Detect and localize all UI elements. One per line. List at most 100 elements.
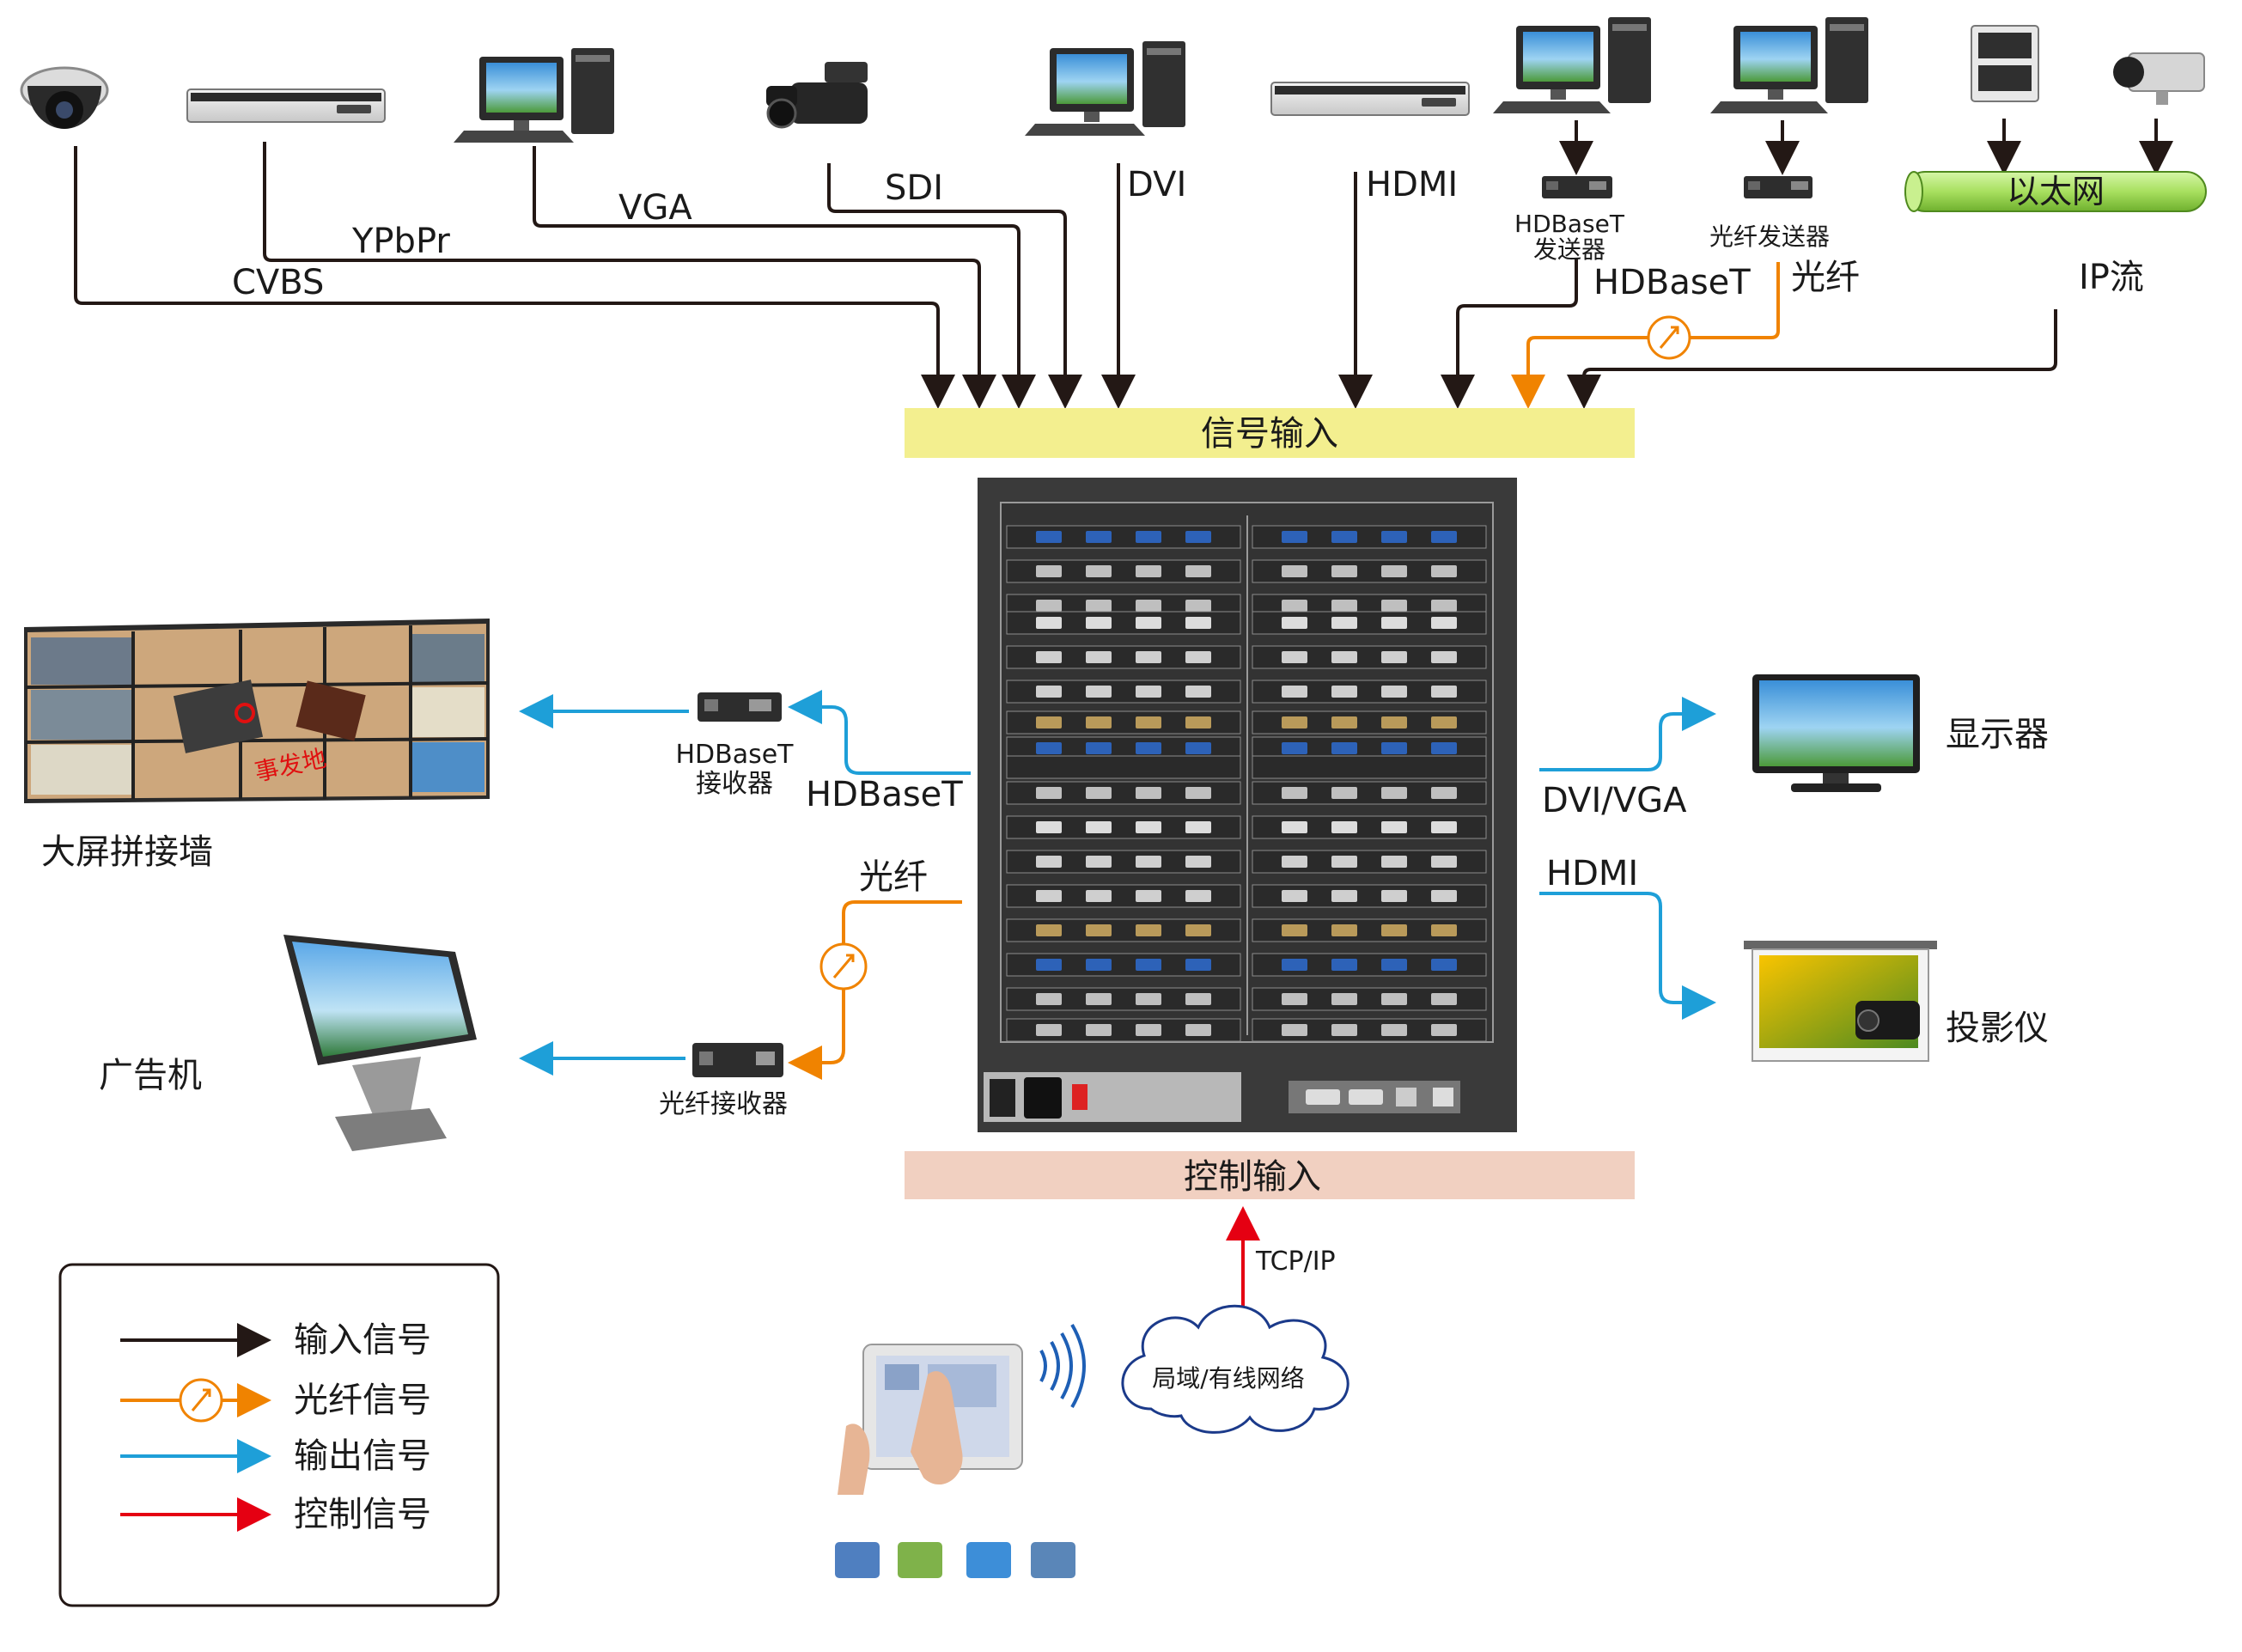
hdbaset-transmitter-icon [1542, 176, 1612, 198]
io-port-icon [1086, 890, 1112, 902]
control-input-label: 控制输入 [1184, 1157, 1321, 1197]
io-port-icon [1282, 959, 1307, 971]
io-port-icon [1381, 617, 1407, 629]
io-port-icon [1185, 565, 1211, 577]
projector-screen-icon [1744, 941, 1937, 1062]
ypbpr-line [263, 142, 996, 409]
pc-hdbaset-icon [1493, 17, 1651, 113]
hd-player-icon [1270, 82, 1470, 116]
io-port-icon [1381, 716, 1407, 728]
os-icons [835, 1542, 1075, 1578]
ip-server-icon [1971, 25, 2039, 102]
power-switch-icon [1072, 1084, 1087, 1110]
io-port-icon [1086, 993, 1112, 1005]
io-port-icon [1086, 716, 1112, 728]
io-port-icon [1331, 993, 1357, 1005]
matrix-switcher-chassis [978, 478, 1517, 1132]
card-slot [1252, 755, 1487, 779]
io-port-icon [1185, 1024, 1211, 1036]
io-port-icon [1431, 742, 1457, 754]
io-port-icon [1431, 531, 1457, 543]
hdmi-label: HDMI [1366, 165, 1458, 204]
io-port-icon [1086, 742, 1112, 754]
io-port-icon [1431, 565, 1457, 577]
sdi-line [827, 163, 1082, 409]
io-port-icon [1331, 924, 1357, 936]
io-port-icon [1331, 959, 1357, 971]
io-port-icon [1136, 924, 1161, 936]
camcorder-icon [766, 62, 868, 129]
fiber-line-label: 光纤 [1791, 258, 1860, 297]
io-port-icon [1431, 651, 1457, 663]
io-port-icon [1136, 742, 1161, 754]
io-port-icon [1431, 617, 1457, 629]
io-port-icon [1381, 600, 1407, 612]
cvbs-label: CVBS [232, 263, 324, 302]
io-port-icon [1431, 821, 1457, 833]
legend: 输入信号 光纤信号 输出信号 控制信号 [58, 1263, 500, 1607]
io-port-icon [1431, 600, 1457, 612]
io-port-icon [1331, 821, 1357, 833]
hdbaset-rx-label-2: 接收器 [696, 769, 773, 799]
io-port-icon [1282, 821, 1307, 833]
ypbpr-label: YPbPr [351, 222, 450, 261]
video-wall-icon: 事发地 [24, 619, 490, 803]
tablet-controller-icon [838, 1344, 1023, 1495]
legend-output-label: 输出信号 [294, 1436, 431, 1476]
io-port-icon [1185, 856, 1211, 868]
io-port-icon [1185, 787, 1211, 799]
io-port-icon [1331, 890, 1357, 902]
legend-fiber-label: 光纤信号 [294, 1381, 431, 1420]
io-port-icon [1036, 787, 1062, 799]
io-port-icon [1331, 600, 1357, 612]
hdbaset-tx-label-1: HDBaseT [1514, 210, 1625, 238]
io-port-icon [1185, 821, 1211, 833]
io-port-icon [1431, 686, 1457, 698]
io-port-icon [1331, 787, 1357, 799]
sdi-label: SDI [885, 168, 943, 208]
io-port-icon [1282, 924, 1307, 936]
io-port-icon [1282, 600, 1307, 612]
pc-vga-icon [454, 48, 614, 143]
io-port-icon [1331, 531, 1357, 543]
io-port-icon [1136, 531, 1161, 543]
io-port-icon [1036, 617, 1062, 629]
io-port-icon [1282, 993, 1307, 1005]
io-port-icon [1431, 716, 1457, 728]
io-port-icon [1282, 856, 1307, 868]
input-signal-lines [74, 142, 2057, 409]
io-port-icon [1086, 686, 1112, 698]
io-port-icon [1282, 686, 1307, 698]
io-port-icon [1185, 959, 1211, 971]
io-port-icon [1036, 600, 1062, 612]
io-port-icon [1185, 716, 1211, 728]
signal-input-bar: 信号输入 [905, 408, 1635, 458]
windows-os-icon [966, 1542, 1011, 1578]
vga-line [533, 146, 1036, 409]
monitor-label: 显示器 [1946, 715, 2049, 754]
power-socket-icon [1024, 1077, 1062, 1119]
pc-dvi-icon [1025, 41, 1185, 136]
io-port-icon [1282, 531, 1307, 543]
network-label: 局域/有线网络 [1152, 1364, 1304, 1393]
io-port-icon [1185, 890, 1211, 902]
io-port-icon [1381, 565, 1407, 577]
hdbaset-line-label: HDBaseT [1593, 263, 1751, 302]
io-port-icon [1431, 993, 1457, 1005]
dvi-label: DVI [1127, 165, 1186, 204]
card-slot [1006, 755, 1241, 779]
io-port-icon [1331, 716, 1357, 728]
io-port-icon [1381, 959, 1407, 971]
io-port-icon [1331, 651, 1357, 663]
io-port-icon [1185, 993, 1211, 1005]
io-port-icon [1185, 742, 1211, 754]
io-port-icon [1431, 890, 1457, 902]
hdbaset-output-line [788, 690, 971, 775]
hdmi-out-label: HDMI [1546, 854, 1638, 893]
tcpip-label: TCP/IP [1255, 1247, 1336, 1277]
legend-control-label: 控制信号 [294, 1495, 431, 1534]
io-port-icon [1136, 1024, 1161, 1036]
dome-camera-icon [20, 66, 109, 129]
io-port-icon [1086, 617, 1112, 629]
io-port-icon [1086, 959, 1112, 971]
